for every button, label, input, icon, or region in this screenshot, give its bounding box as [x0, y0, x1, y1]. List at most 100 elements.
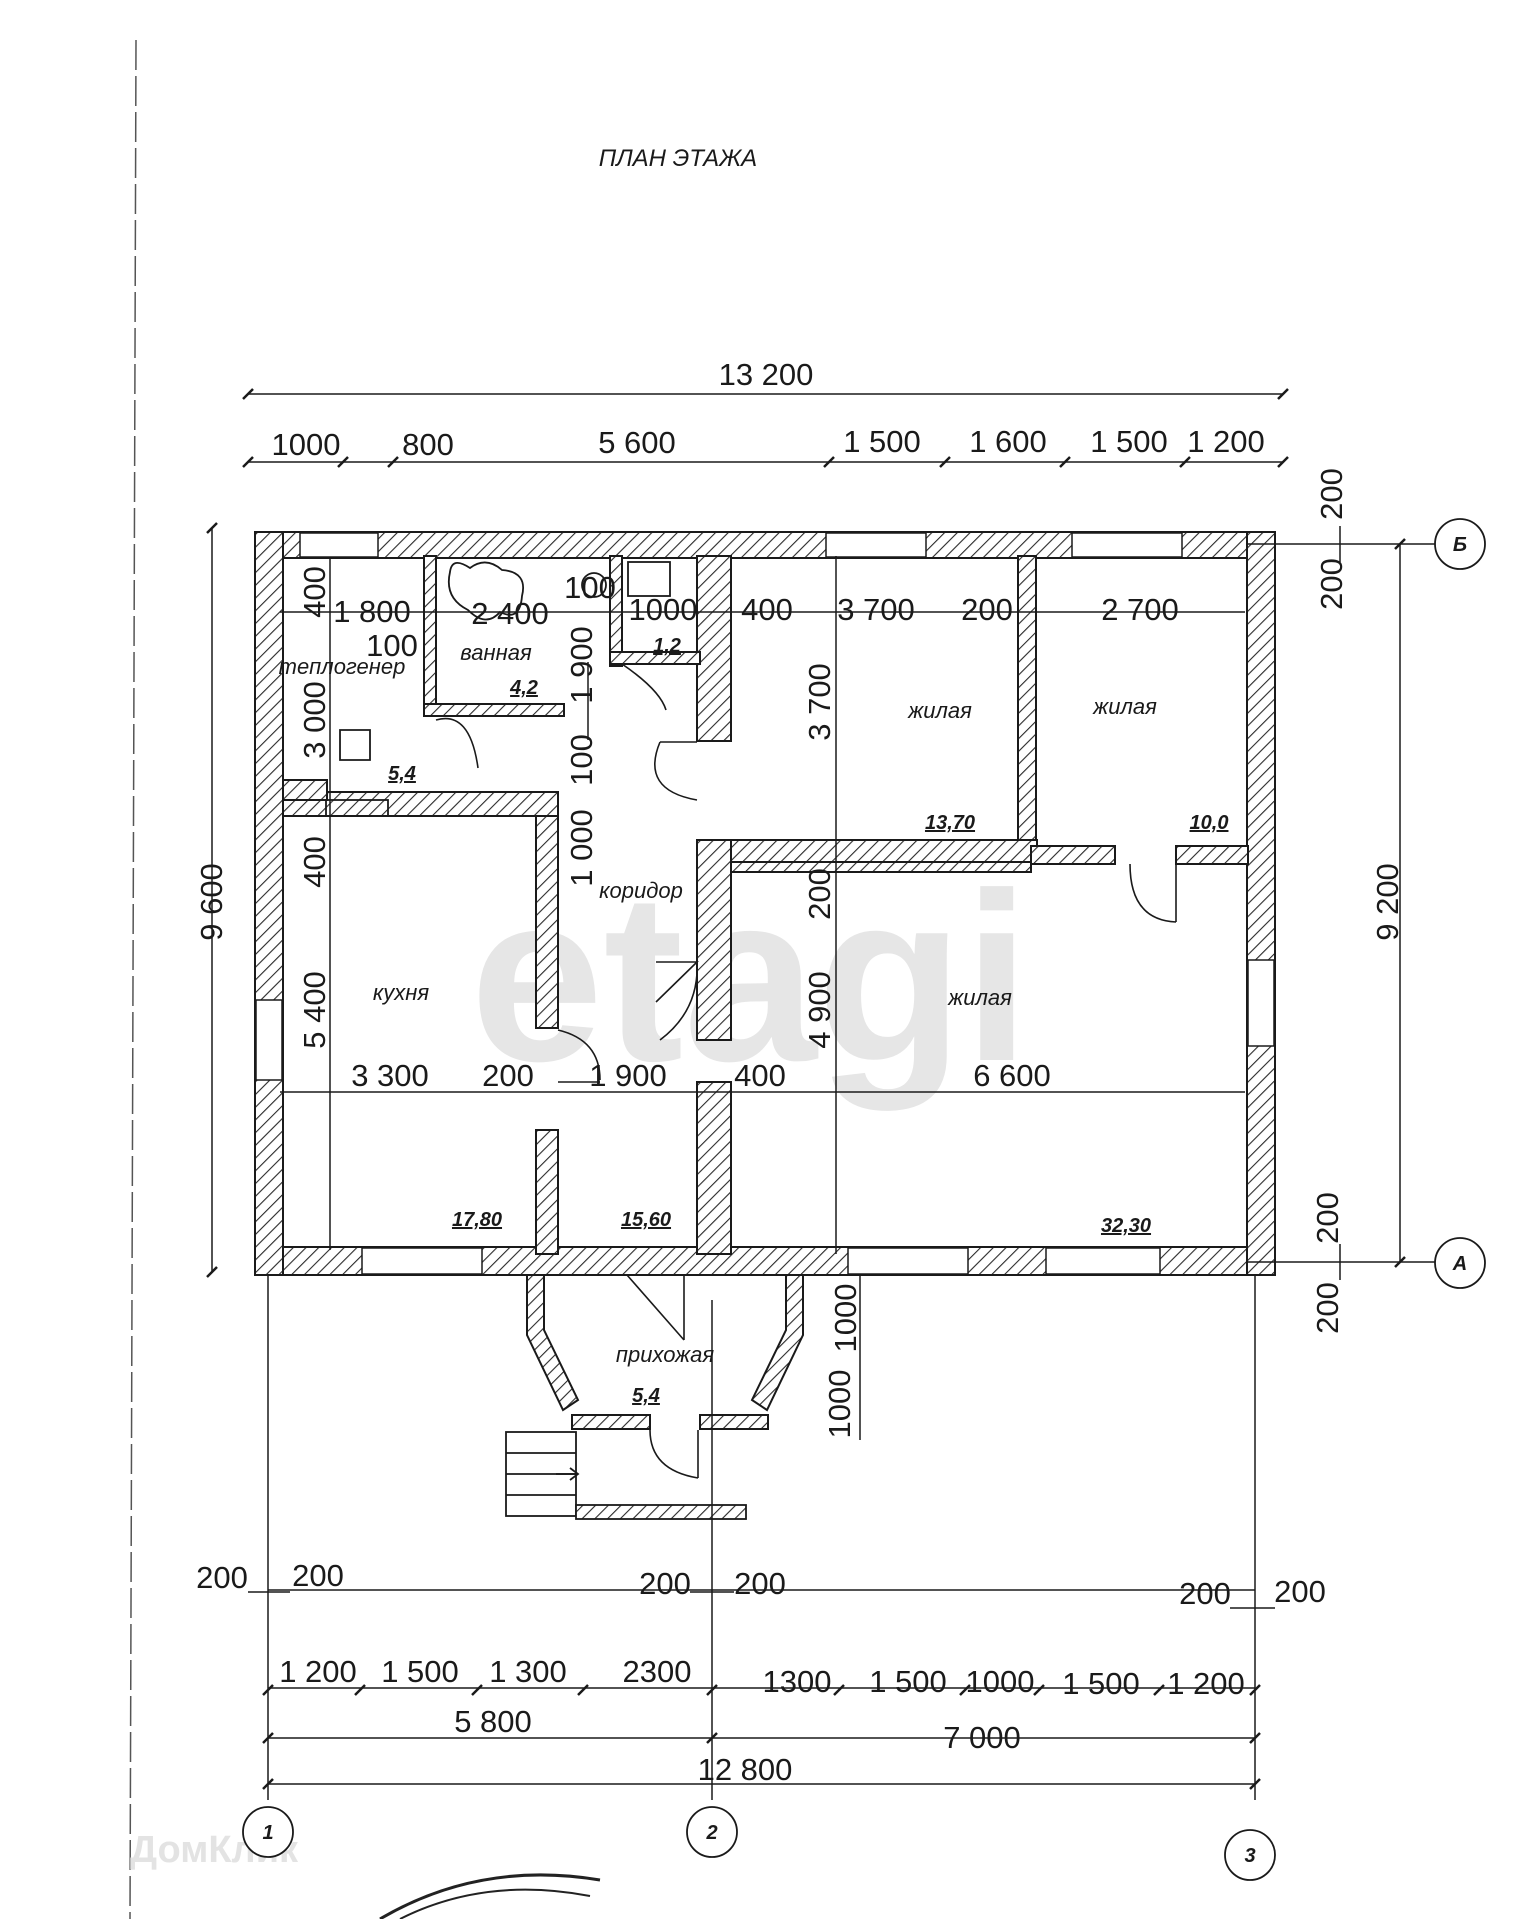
svg-text:200: 200: [196, 1560, 248, 1595]
svg-text:1 500: 1 500: [1062, 1666, 1140, 1701]
sheet-border-line: [129, 39, 137, 1919]
dim-inner-mid: 3 300 200 1 900 400 6 600: [351, 1058, 1051, 1093]
svg-text:4 900: 4 900: [802, 971, 837, 1049]
svg-text:1 900: 1 900: [589, 1058, 667, 1093]
dim-bottom-chain: 1 200 1 500 1 300 2300 1300 1 500 1000 1…: [279, 1654, 1245, 1701]
svg-text:5 600: 5 600: [598, 425, 676, 460]
svg-text:1000: 1000: [272, 427, 341, 462]
svg-text:1 300: 1 300: [489, 1654, 567, 1689]
room-area-vannaya: 4,2: [509, 677, 538, 699]
watermark-etagi: etagi: [470, 843, 1030, 1111]
svg-text:1 500: 1 500: [843, 424, 921, 459]
svg-text:1000: 1000: [828, 1284, 863, 1353]
dim-vertical: 9 600 400 3 000 400 5 400 1 900 100 1 00…: [194, 468, 1405, 1438]
svg-text:400: 400: [734, 1058, 786, 1093]
porch-steps: [505, 1431, 747, 1520]
svg-text:200: 200: [1274, 1574, 1326, 1609]
svg-text:200: 200: [482, 1058, 534, 1093]
svg-text:3 700: 3 700: [837, 592, 915, 627]
svg-text:1 500: 1 500: [869, 1664, 947, 1699]
room-label-vannaya: ванная: [460, 640, 532, 665]
svg-text:1 800: 1 800: [333, 594, 411, 629]
bathtub-icon: [447, 561, 524, 621]
dim-bottom-total: 12 800: [698, 1752, 793, 1787]
svg-text:9 600: 9 600: [194, 863, 229, 941]
plan-title: ПЛАН ЭТАЖА: [599, 145, 757, 172]
room-area-prikhozhaya: 5,4: [632, 1385, 660, 1407]
axis-a-bubble: [1434, 1237, 1486, 1289]
svg-text:1000: 1000: [629, 592, 698, 627]
svg-text:200: 200: [802, 868, 837, 920]
room-label-teplogener: теплогенер: [279, 654, 406, 679]
dim-bottom-right: 7 000: [943, 1720, 1021, 1755]
svg-text:1300: 1300: [763, 1664, 832, 1699]
axis-label-2: 2: [705, 1822, 717, 1844]
axis-3-bubble: [1224, 1829, 1276, 1881]
svg-text:9 200: 9 200: [1370, 863, 1405, 941]
svg-text:200: 200: [1310, 1282, 1345, 1334]
svg-text:400: 400: [297, 566, 332, 618]
axis-b-bubble: [1434, 518, 1486, 570]
room-area-wc: 1,2: [653, 635, 681, 657]
dim-top-chain: 1000 800 5 600 1 500 1 600 1 500 1 200: [272, 424, 1265, 462]
svg-text:200: 200: [1179, 1576, 1231, 1611]
dim-inner-top: 1 800 2 400 1000 400 3 700 200 2 700: [333, 592, 1179, 631]
svg-text:1 000: 1 000: [564, 809, 599, 887]
svg-text:100: 100: [564, 734, 599, 786]
room-area-koridor: 15,60: [621, 1209, 671, 1231]
svg-text:3 300: 3 300: [351, 1058, 429, 1093]
room-area-kukhnya: 17,80: [452, 1209, 502, 1231]
dim-100-a: 100: [366, 628, 418, 663]
washbasin-icon: [581, 572, 607, 598]
dim-200-pairs: 200 200 200 200 200 200: [196, 1558, 1326, 1611]
room-label-zhilaya-1: жилая: [907, 698, 972, 723]
boiler-icon: [339, 729, 371, 761]
svg-text:800: 800: [402, 427, 454, 462]
dim-bottom-left: 5 800: [454, 1704, 532, 1739]
doors: [435, 663, 1177, 1479]
svg-text:400: 400: [297, 836, 332, 888]
svg-text:1000: 1000: [822, 1370, 857, 1439]
svg-text:200: 200: [734, 1566, 786, 1601]
svg-text:1 500: 1 500: [381, 1654, 459, 1689]
dim-100-b: 100: [564, 570, 616, 605]
svg-text:200: 200: [639, 1566, 691, 1601]
svg-text:6 600: 6 600: [973, 1058, 1051, 1093]
svg-text:3 000: 3 000: [297, 681, 332, 759]
axis-label-1: 1: [262, 1822, 273, 1844]
svg-text:2300: 2300: [623, 1654, 692, 1689]
room-label-kukhnya: кухня: [373, 980, 429, 1005]
room-area-teplogener: 5,4: [388, 763, 416, 785]
axis-label-3: 3: [1244, 1845, 1255, 1867]
svg-text:5 400: 5 400: [297, 971, 332, 1049]
toilet-icon: [627, 561, 671, 597]
svg-text:1 200: 1 200: [1167, 1666, 1245, 1701]
svg-text:1 600: 1 600: [969, 424, 1047, 459]
room-area-zhilaya-2: 10,0: [1190, 812, 1229, 834]
room-area-zhilaya-1: 13,70: [925, 812, 975, 834]
axis-2-bubble: [686, 1806, 738, 1858]
room-label-zhilaya-2: жилая: [1092, 694, 1157, 719]
axis-markers: [242, 518, 1486, 1881]
window-openings: [255, 532, 1275, 1275]
official-stamp: [379, 1873, 601, 1919]
room-label-koridor: коридор: [599, 878, 683, 903]
dimension-lines: [211, 393, 1435, 1800]
svg-text:2 400: 2 400: [471, 596, 549, 631]
svg-text:3 700: 3 700: [802, 663, 837, 741]
svg-text:200: 200: [292, 1558, 344, 1593]
svg-text:2 700: 2 700: [1101, 592, 1179, 627]
radiator-icon: [325, 799, 389, 817]
axis-1-bubble: [242, 1806, 294, 1858]
svg-text:200: 200: [1310, 1192, 1345, 1244]
svg-text:200: 200: [1314, 558, 1349, 610]
room-label-zhilaya-3: жилая: [947, 985, 1012, 1010]
svg-text:400: 400: [741, 592, 793, 627]
room-area-zhilaya-3: 32,30: [1101, 1215, 1151, 1237]
axis-label-b: Б: [1453, 534, 1467, 556]
bath-fixtures: [325, 561, 671, 817]
svg-text:200: 200: [1314, 468, 1349, 520]
svg-text:1 200: 1 200: [1187, 424, 1265, 459]
dimension-ticks: [206, 388, 1406, 1790]
